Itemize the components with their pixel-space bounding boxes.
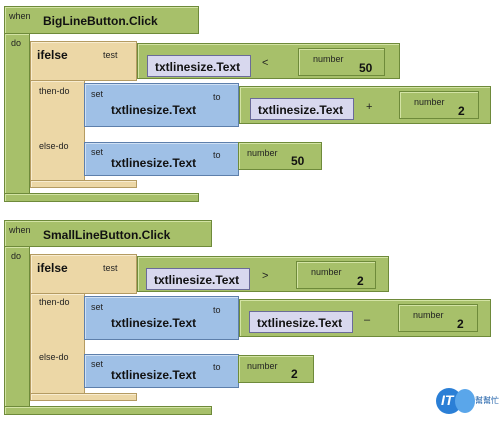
number-block[interactable]: number 50 <box>298 48 385 76</box>
to-label: to <box>213 150 221 160</box>
ifelse-block[interactable]: ifelse test <box>30 254 137 294</box>
getter-name: txtlinesize.Text <box>258 103 344 117</box>
logo-brand: IT <box>441 392 454 408</box>
compare-operator: < <box>262 57 269 69</box>
add-operator: + <box>366 101 373 113</box>
else-do-label: else-do <box>39 352 69 362</box>
set-label: set <box>91 89 104 99</box>
event-name: SmallLineButton.Click <box>43 228 171 242</box>
do-socket-frame: do <box>4 33 30 201</box>
logo-icon <box>436 388 475 414</box>
getter-block[interactable]: txtlinesize.Text <box>146 268 250 290</box>
when-label: when <box>9 225 31 235</box>
do-label: do <box>11 251 22 261</box>
set-target: txtlinesize.Text <box>111 368 197 382</box>
number-value: 2 <box>291 367 298 381</box>
number-value: 2 <box>457 317 464 331</box>
then-do-label: then-do <box>39 86 70 96</box>
event-name: BigLineButton.Click <box>43 14 158 28</box>
getter-block[interactable]: txtlinesize.Text <box>249 311 353 333</box>
number-label: number <box>311 267 342 277</box>
getter-block[interactable]: txtlinesize.Text <box>250 98 354 120</box>
event-block-bigline[interactable]: when BigLineButton.Click <box>4 6 199 34</box>
logo-sub: 幫幫忙 <box>475 396 499 405</box>
ifelse-frame: then-do else-do <box>30 293 85 400</box>
getter-name: txtlinesize.Text <box>257 316 343 330</box>
ifelse-frame: then-do else-do <box>30 80 85 188</box>
watermark-logo: IT 幫幫忙 <box>435 385 499 417</box>
number-value: 2 <box>357 274 364 288</box>
set-target: txtlinesize.Text <box>111 103 197 117</box>
then-do-label: then-do <box>39 297 70 307</box>
number-block[interactable]: number 50 <box>238 142 322 170</box>
set-block-else[interactable]: set txtlinesize.Text to <box>84 142 239 176</box>
test-label: test <box>103 263 118 273</box>
number-block[interactable]: number 2 <box>398 304 478 332</box>
ifelse-block[interactable]: ifelse test <box>30 41 137 81</box>
getter-name: txtlinesize.Text <box>154 273 240 287</box>
else-do-label: else-do <box>39 141 69 151</box>
number-value: 2 <box>458 104 465 118</box>
set-label: set <box>91 302 104 312</box>
set-block-else[interactable]: set txtlinesize.Text to <box>84 354 239 388</box>
number-block[interactable]: number 2 <box>296 261 376 289</box>
number-label: number <box>313 54 344 64</box>
set-label: set <box>91 359 104 369</box>
compare-operator: > <box>262 270 269 282</box>
number-block[interactable]: number 2 <box>238 355 314 383</box>
getter-block[interactable]: txtlinesize.Text <box>147 55 251 77</box>
ifelse-footer <box>30 393 137 401</box>
event-block-footer <box>4 406 212 415</box>
when-label: when <box>9 11 31 21</box>
test-label: test <box>103 50 118 60</box>
set-target: txtlinesize.Text <box>111 156 197 170</box>
set-target: txtlinesize.Text <box>111 316 197 330</box>
ifelse-label: ifelse <box>37 261 68 275</box>
do-label: do <box>11 38 22 48</box>
set-block-then[interactable]: set txtlinesize.Text to <box>84 296 239 340</box>
subtract-operator: – <box>364 314 371 326</box>
ifelse-footer <box>30 180 137 188</box>
set-block-then[interactable]: set txtlinesize.Text to <box>84 83 239 127</box>
number-label: number <box>247 148 278 158</box>
number-label: number <box>247 361 278 371</box>
set-label: set <box>91 147 104 157</box>
number-block[interactable]: number 2 <box>399 91 479 119</box>
to-label: to <box>213 305 221 315</box>
number-value: 50 <box>359 61 373 75</box>
ifelse-label: ifelse <box>37 48 68 62</box>
do-socket-frame: do <box>4 246 30 414</box>
event-block-footer <box>4 193 199 202</box>
getter-name: txtlinesize.Text <box>155 60 241 74</box>
number-value: 50 <box>291 154 305 168</box>
to-label: to <box>213 92 221 102</box>
event-block-smallline[interactable]: when SmallLineButton.Click <box>4 220 212 247</box>
number-label: number <box>413 310 444 320</box>
to-label: to <box>213 362 221 372</box>
number-label: number <box>414 97 445 107</box>
